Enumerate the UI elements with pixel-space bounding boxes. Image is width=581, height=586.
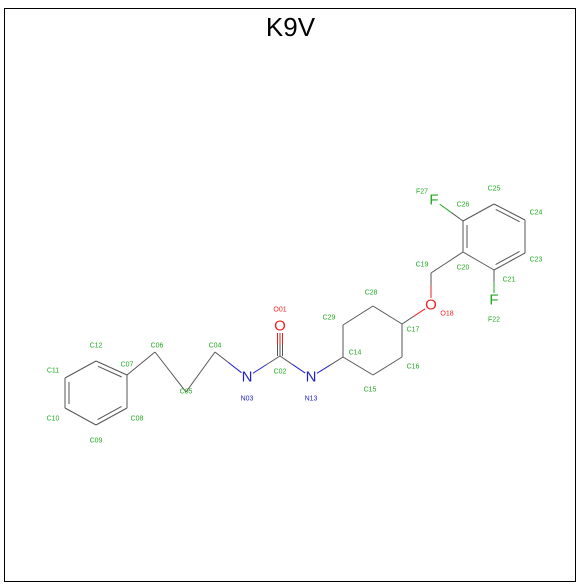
atom-tag-f27: F27 xyxy=(416,189,428,196)
bond-c23-c21 xyxy=(509,252,526,262)
bond-c17-o18 xyxy=(401,315,414,325)
bond-c23-c21 xyxy=(493,261,510,271)
bond-c12-c11 xyxy=(80,360,97,370)
bond-c21-c20 xyxy=(478,260,495,271)
atom-tag-c28: C28 xyxy=(365,290,378,297)
bond-c09-c08 xyxy=(95,416,112,426)
bond-n03-c02 xyxy=(252,364,267,374)
atom-tag-c10: C10 xyxy=(47,416,60,423)
bond-c10-c09 xyxy=(80,416,97,426)
diagram-frame xyxy=(4,8,576,582)
bond-n13-c14 xyxy=(329,356,344,366)
atom-tag-c16: C16 xyxy=(407,364,420,371)
atom-tag-c15: C15 xyxy=(364,387,377,394)
bond-c07-c12 xyxy=(95,360,112,369)
bond-c16-c15 xyxy=(387,356,403,367)
atom-tag-o18: O18 xyxy=(440,311,453,318)
atom-symbol-n03: N xyxy=(242,369,253,386)
bond-c21-c20 xyxy=(462,251,479,262)
atom-tag-c11: C11 xyxy=(47,368,59,375)
atom-tag-c04: C04 xyxy=(209,343,222,350)
bond-c10-c09 xyxy=(64,407,81,417)
atom-tag-c29: C29 xyxy=(323,315,336,322)
bond-c05-c04 xyxy=(200,351,216,373)
bond-c07-c12 xyxy=(111,367,128,376)
atom-tag-n03: N03 xyxy=(241,396,254,403)
bond-c04-n03 xyxy=(227,361,242,374)
bond-c28-c17 xyxy=(372,305,388,316)
atom-symbol-o01: O xyxy=(274,318,286,335)
diagram-title: K9V xyxy=(265,12,316,42)
bond-c26-c25 xyxy=(478,203,495,213)
atom-symbol-o18: O xyxy=(425,297,437,314)
bond-c07-c12-second xyxy=(97,365,122,378)
atom-tag-c24: C24 xyxy=(530,210,543,217)
bond-c02-n13 xyxy=(292,364,306,374)
atom-tag-c26: C26 xyxy=(457,202,470,209)
atom-symbol-f27: F xyxy=(429,192,438,209)
bond-c15-c14 xyxy=(357,365,374,376)
atom-tag-c20: C20 xyxy=(457,265,470,272)
bond-c06-c05 xyxy=(170,371,187,393)
bond-c19-c20 xyxy=(446,251,464,263)
bond-c07-c06 xyxy=(126,363,142,376)
atom-tag-c09: C09 xyxy=(90,438,103,445)
bond-n13-c14 xyxy=(316,364,331,374)
atom-tag-c12: C12 xyxy=(90,343,103,350)
bond-c25-c24 xyxy=(493,203,510,213)
bond-c26-f27 xyxy=(451,212,464,222)
bond-c23-c21-second xyxy=(495,250,520,266)
atom-tag-c25: C25 xyxy=(488,186,501,193)
bond-c06-c05 xyxy=(154,351,171,373)
bond-c15-c14 xyxy=(342,356,359,367)
atom-tag-c23: C23 xyxy=(530,257,543,264)
atom-tag-c05: C05 xyxy=(180,389,193,396)
atom-symbol-f22: F xyxy=(489,292,498,309)
atom-symbol-n13: N xyxy=(306,369,317,386)
bond-c19-c20 xyxy=(430,262,448,274)
bond-n03-c02 xyxy=(266,355,281,366)
atom-tag-o01: O01 xyxy=(273,307,286,314)
atom-tag-c06: C06 xyxy=(151,343,164,350)
bond-c09-c08-second xyxy=(97,405,122,421)
atom-tag-c07: C07 xyxy=(121,362,134,369)
bond-c26-f27 xyxy=(439,203,452,213)
atom-tag-c21: C21 xyxy=(503,277,516,284)
bond-c25-c24 xyxy=(509,211,526,221)
bond-c09-c08 xyxy=(111,407,128,417)
atom-tag-n13: N13 xyxy=(305,396,318,403)
atom-tag-f22: F22 xyxy=(488,317,500,324)
bond-c29-c28 xyxy=(342,315,359,326)
atom-tag-c19: C19 xyxy=(416,262,429,269)
bond-c28-c17 xyxy=(387,314,403,325)
bond-c02-n13 xyxy=(279,355,293,365)
atom-tag-c17: C17 xyxy=(407,327,420,334)
bond-c17-o18 xyxy=(413,308,426,317)
bond-c05-c04 xyxy=(185,371,201,393)
bond-c04-n03 xyxy=(214,351,229,363)
atom-tag-c08: C08 xyxy=(131,416,144,423)
bond-c16-c15 xyxy=(372,365,388,376)
bond-c12-c11 xyxy=(64,369,81,379)
bond-c29-c28 xyxy=(357,305,374,316)
atom-tag-c02: C02 xyxy=(274,369,287,376)
atom-tag-c14: C14 xyxy=(349,350,362,357)
bond-c07-c06 xyxy=(140,351,156,364)
bond-c26-c25 xyxy=(462,212,479,222)
bond-c25-c24-second xyxy=(495,208,520,223)
